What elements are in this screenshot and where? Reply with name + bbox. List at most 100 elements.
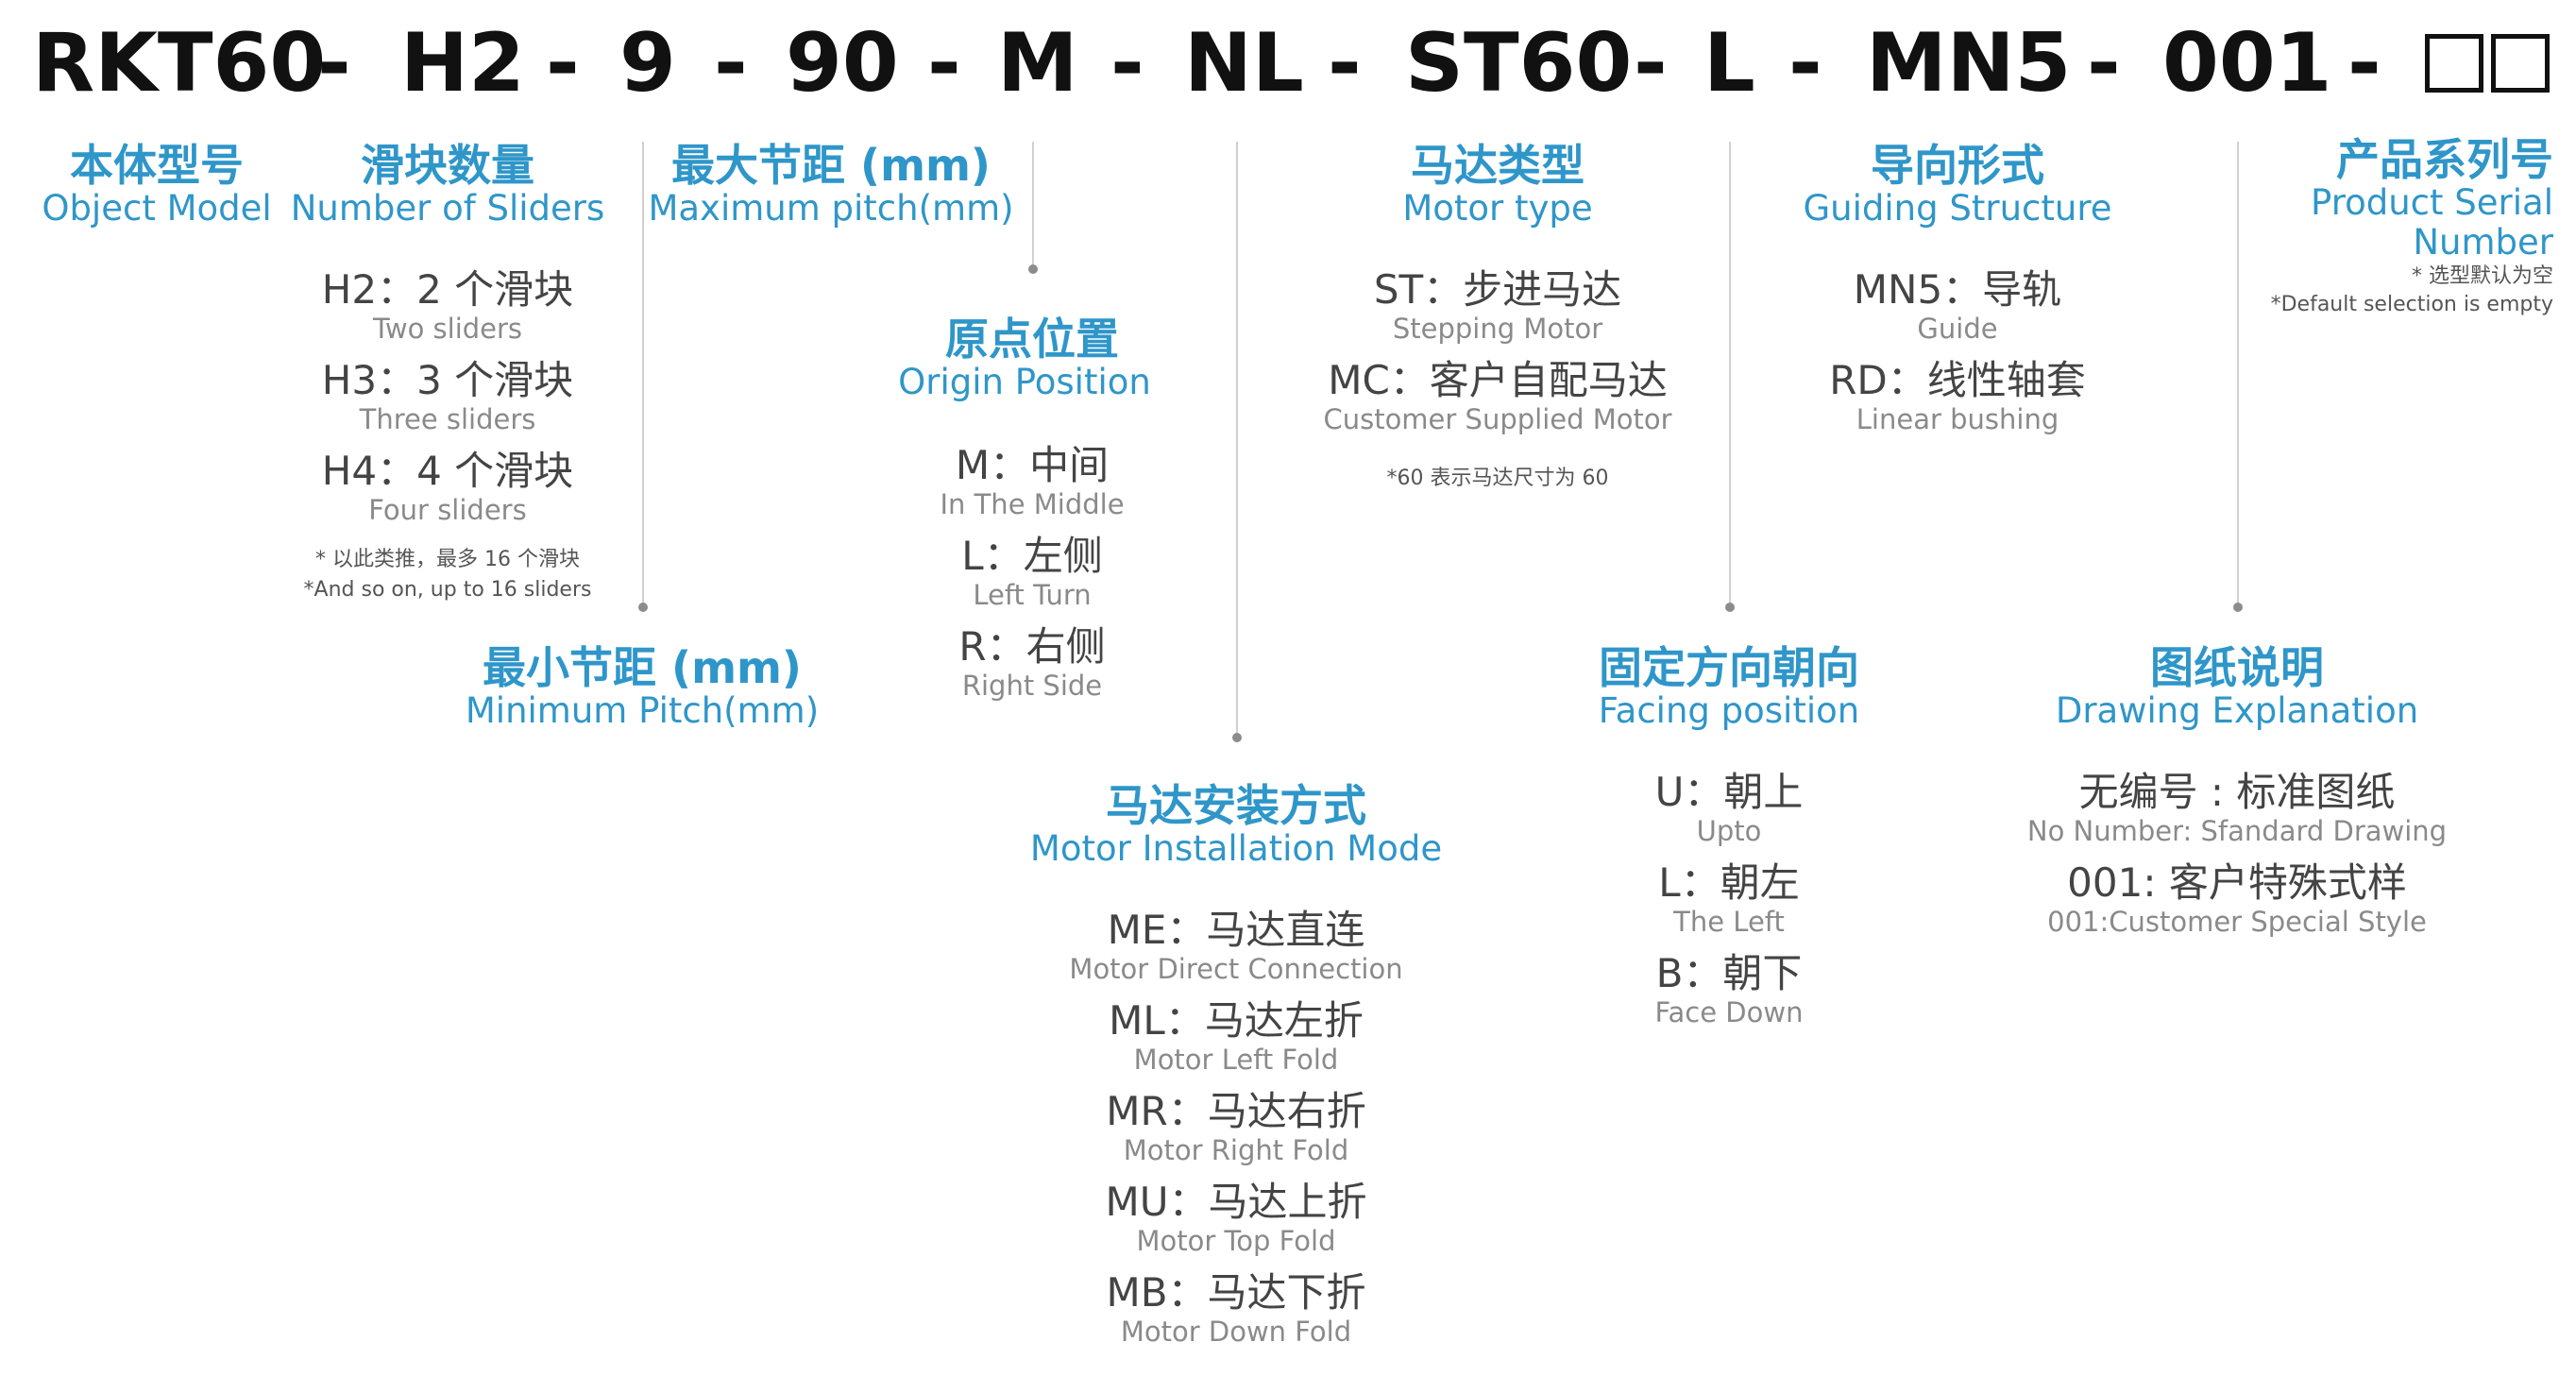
sliders-option-sub: Four sliders [368,494,527,526]
motor-type-option-code: MC：客户自配马达 [1328,357,1668,403]
guiding-option-sub: Linear bushing [1856,403,2059,435]
sliders-option-sub: Two sliders [372,313,523,345]
code-segment-motor-type: ST60 [1405,16,1633,110]
code-segment-min-pitch: 9 [619,16,676,110]
object-model-title-en: Object Model [42,188,272,229]
sliders-option-sub: Three sliders [359,403,536,435]
facing-option-sub: The Left [1673,906,1785,938]
min-pitch-title-en: Minimum Pitch(mm) [465,690,820,731]
motor-type-title-cn: 马达类型 [1411,140,1585,191]
motor-type-title-en: Motor type [1402,188,1593,229]
max-pitch-title-cn: 最大节距 (mm) [671,140,991,191]
drawing-title-cn: 图纸说明 [2150,642,2324,693]
facing-title-en: Facing position [1598,690,1860,731]
motor-install-option-code: ML：马达左折 [1109,997,1364,1044]
code-separator: - [546,16,580,110]
motor-install-option-sub: Motor Left Fold [1133,1044,1339,1076]
code-separator: - [317,16,351,110]
connector-line-facing [1729,142,1731,604]
motor-install-option-sub: Motor Down Fold [1120,1316,1352,1348]
origin-option-sub: Left Turn [973,579,1092,611]
motor-install-option-code: MU：马达上折 [1105,1179,1367,1225]
motor-install-option-code: MR：马达右折 [1106,1088,1366,1134]
guiding-title-en: Guiding Structure [1803,188,2112,229]
connector-line-motor-install [1236,142,1238,737]
serial-box [2425,34,2483,93]
guiding-option-code: MN5：导轨 [1853,266,2062,313]
origin-title-en: Origin Position [898,362,1151,402]
motor-type-option-code: ST：步进马达 [1373,266,1622,313]
code-segment-origin: M [997,16,1078,110]
sliders-option-code: H3：3 个滑块 [321,357,574,403]
min-pitch-title-cn: 最小节距 (mm) [483,642,802,693]
code-segment-guiding: MN5 [1866,16,2072,110]
connector-dot-motor-install [1232,733,1242,742]
origin-option-code: R：右侧 [958,623,1106,670]
facing-title-cn: 固定方向朝向 [1599,642,1859,693]
connector-line-min-pitch [642,142,644,604]
guiding-option-sub: Guide [1917,313,1998,345]
connector-dot-facing [1725,603,1735,612]
code-segment-object-model: RKT60 [32,16,327,110]
serial-title-en-line2: Number [2413,222,2553,263]
motor-install-title-cn: 马达安装方式 [1106,780,1366,831]
facing-option-code: L：朝左 [1658,859,1800,906]
motor-type-option-sub: Stepping Motor [1392,313,1603,345]
origin-option-sub: In The Middle [940,488,1125,520]
code-segment-drawing: 001 [2162,16,2332,110]
serial-note-cn: * 选型默认为空 [2412,264,2553,288]
sliders-title-en: Number of Sliders [290,188,605,229]
serial-title-cn: 产品系列号 [2336,134,2553,185]
motor-type-option-sub: Customer Supplied Motor [1323,403,1672,435]
drawing-title-en: Drawing Explanation [2055,690,2419,731]
code-separator: - [1788,16,1822,110]
sliders-title-cn: 滑块数量 [361,140,534,191]
connector-dot-min-pitch [638,603,648,612]
sliders-option-code: H4：4 个滑块 [321,448,574,494]
code-separator: - [1634,16,1668,110]
motor-type-note: *60 表示马达尺寸为 60 [1386,467,1609,490]
serial-note-en: *Default selection is empty [2270,293,2553,316]
code-segment-facing: L [1703,16,1755,110]
origin-option-code: L：左侧 [961,533,1103,579]
sliders-option-code: H2：2 个滑块 [321,266,574,313]
code-segment-max-pitch: 90 [786,16,899,110]
code-separator: - [1110,16,1144,110]
sliders-note-cn: * 以此类推，最多 16 个滑块 [315,548,580,571]
connector-dot-origin [1028,264,1038,274]
facing-option-sub: Face Down [1654,996,1804,1028]
facing-option-code: B：朝下 [1655,950,1803,996]
guiding-option-code: RD：线性轴套 [1829,357,2086,403]
motor-install-option-sub: Motor Direct Connection [1069,953,1403,985]
drawing-option-sub: No Number: Sfandard Drawing [2026,815,2448,847]
guiding-title-cn: 导向形式 [1871,140,2044,191]
connector-line-origin [1032,142,1034,264]
motor-install-option-sub: Motor Right Fold [1123,1134,1349,1166]
drawing-option-code: 001: 客户特殊式样 [2067,859,2407,906]
drawing-option-sub: 001:Customer Special Style [2047,906,2427,938]
origin-title-cn: 原点位置 [945,314,1119,365]
connector-dot-drawing [2233,603,2243,612]
code-segment-motor-install: NL [1184,16,1304,110]
origin-option-code: M：中间 [955,442,1110,488]
serial-box [2491,34,2550,93]
facing-option-sub: Upto [1696,815,1762,847]
motor-install-option-code: MB：马达下折 [1106,1269,1366,1316]
code-segment-serial-boxes [2425,34,2550,94]
facing-option-code: U：朝上 [1654,769,1804,815]
origin-option-sub: Right Side [961,670,1103,702]
code-separator: - [927,16,961,110]
motor-install-option-code: ME：马达直连 [1107,907,1365,953]
code-segment-sliders: H2 [400,16,525,110]
code-separator: - [714,16,748,110]
object-model-title-cn: 本体型号 [70,140,244,191]
sliders-note-en: *And so on, up to 16 sliders [303,578,592,602]
serial-title-en-line1: Product Serial [2311,182,2553,223]
code-separator: - [2347,16,2381,110]
drawing-option-code: 无编号 : 标准图纸 [2078,769,2396,815]
code-separator: - [1328,16,1362,110]
connector-line-drawing [2237,142,2239,604]
motor-install-option-sub: Motor Top Fold [1136,1225,1336,1257]
code-separator: - [2087,16,2121,110]
